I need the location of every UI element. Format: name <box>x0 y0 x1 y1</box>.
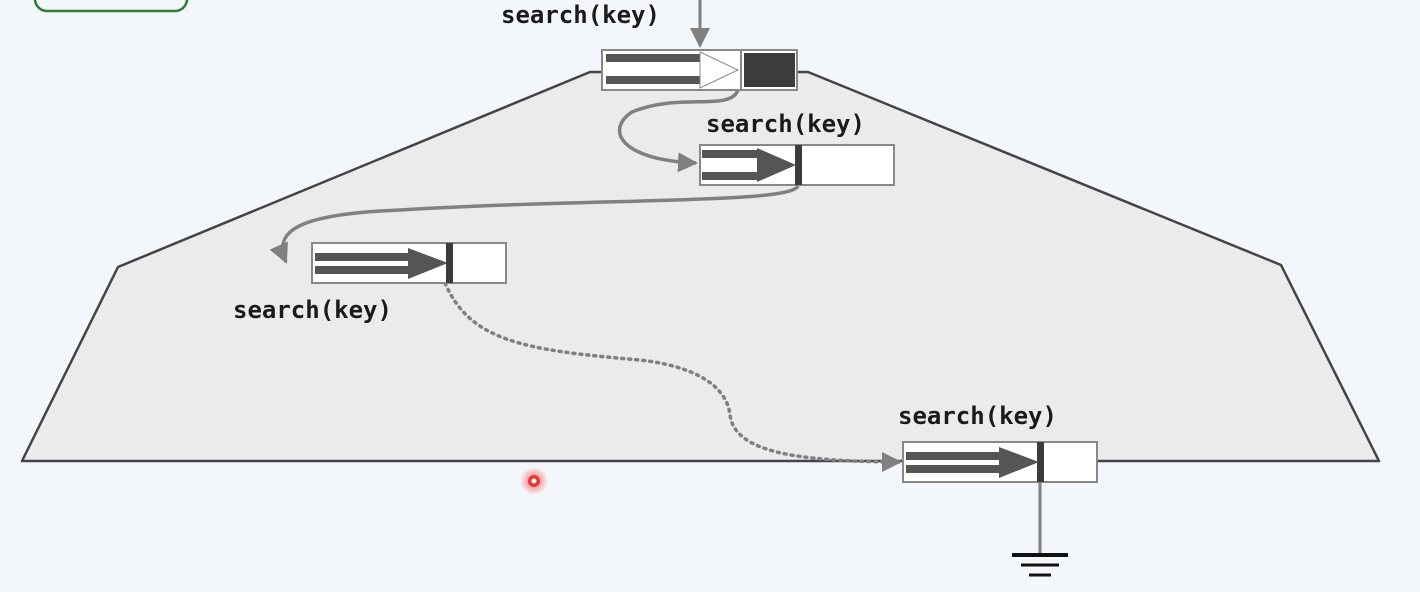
frame-corner <box>33 0 189 13</box>
node-leaf[interactable]: search(key) <box>898 402 1098 483</box>
edge-root-to-level1 <box>617 89 740 173</box>
label-root: search(key) <box>501 1 660 29</box>
ground-icon <box>1012 482 1068 577</box>
label-level-2: search(key) <box>233 296 392 324</box>
label-level-1: search(key) <box>706 110 865 138</box>
b-tree-shape <box>20 70 1381 463</box>
edge-level2-to-leaf <box>443 281 897 464</box>
node-level-2[interactable]: search(key) <box>233 242 507 324</box>
laser-pointer-icon <box>520 467 548 495</box>
node-root[interactable]: search(key) <box>501 1 798 91</box>
node-level-1[interactable]: search(key) <box>699 110 895 186</box>
edge-level1-to-level2 <box>269 184 800 264</box>
label-leaf: search(key) <box>898 402 1057 430</box>
